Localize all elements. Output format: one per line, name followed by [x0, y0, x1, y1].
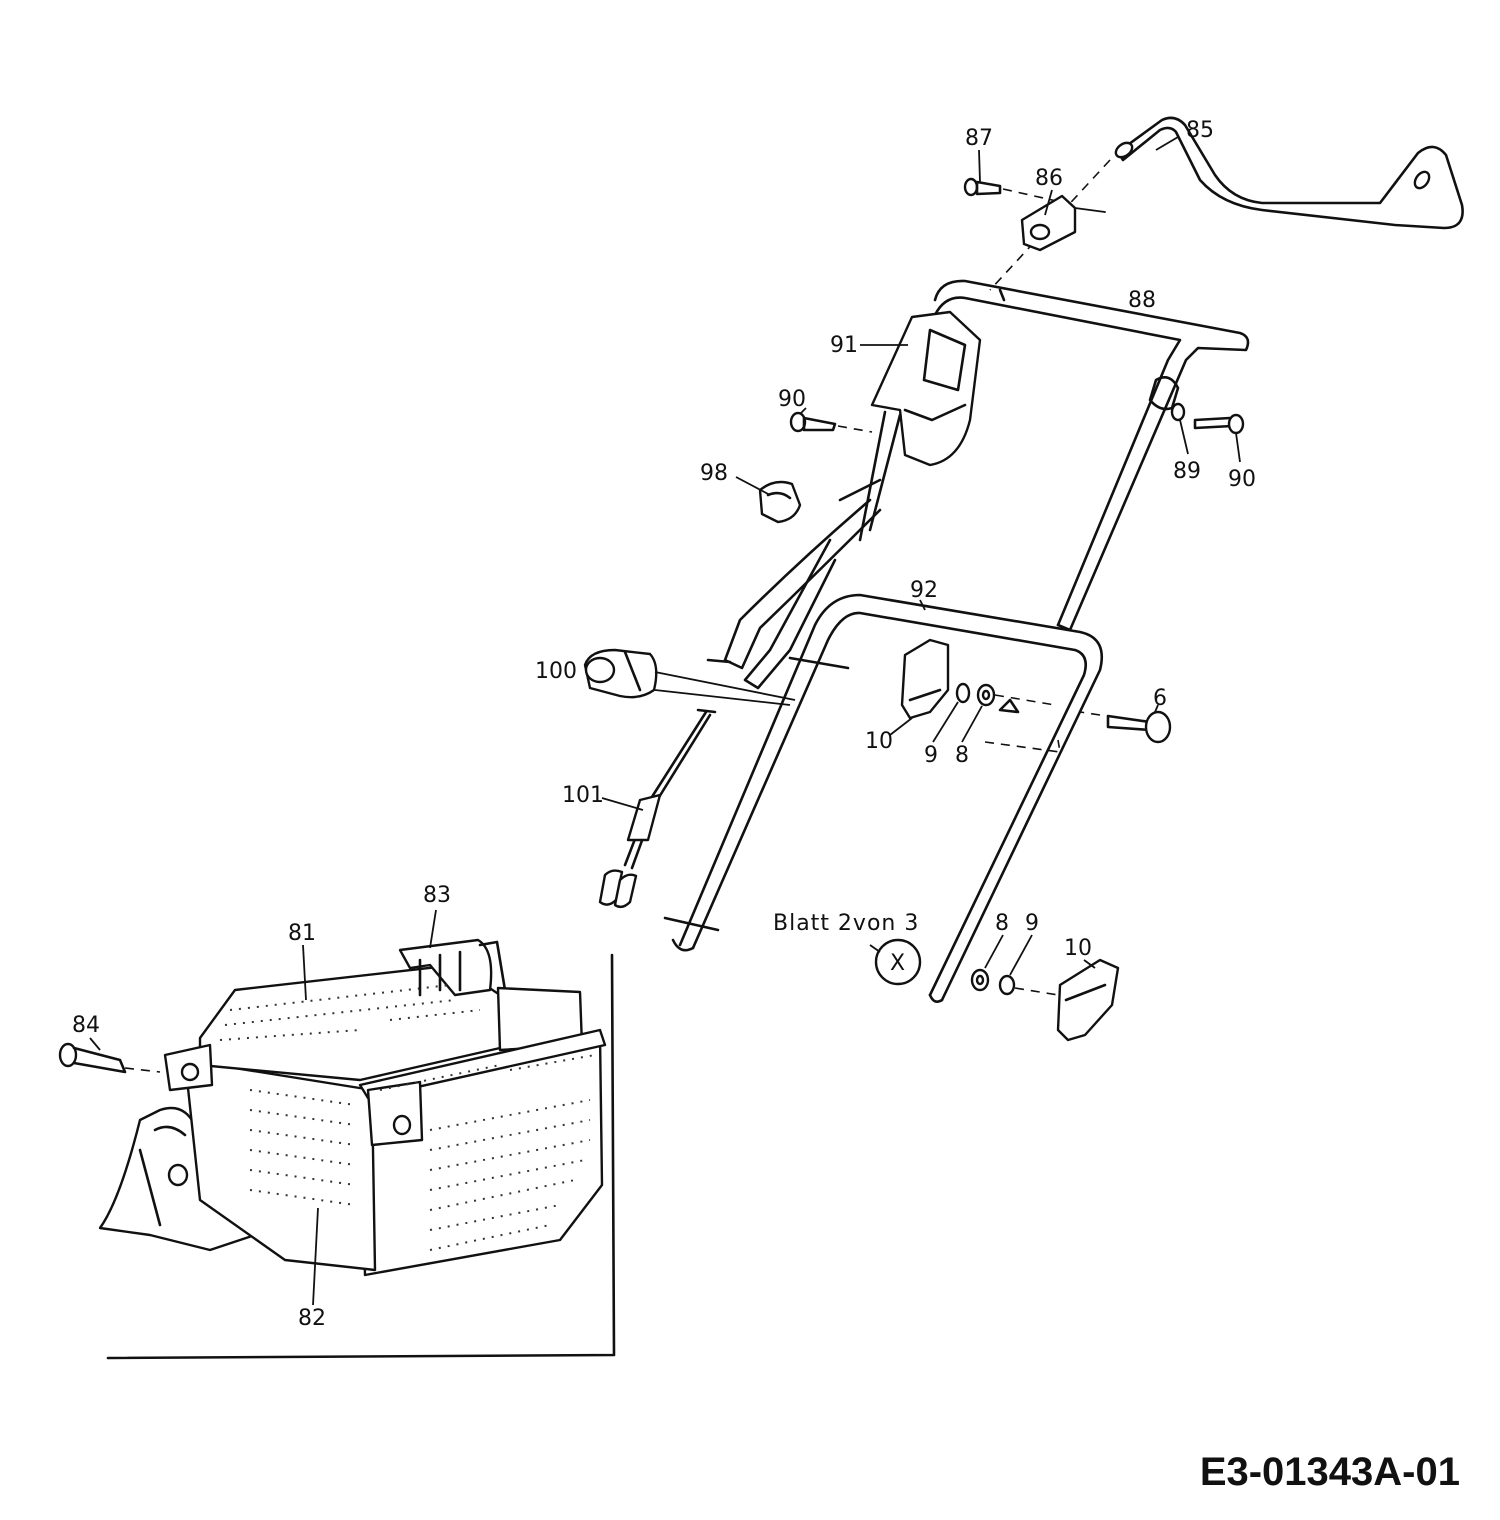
part-87-screw — [963, 177, 1071, 205]
callout-89: 89 — [1173, 459, 1201, 484]
part-90-screw-left — [789, 411, 873, 433]
part-8-washer-lower — [970, 968, 990, 992]
callout-82: 82 — [298, 1306, 326, 1331]
part-100-cable-clamp — [583, 648, 796, 706]
part-8-washer-upper — [976, 683, 996, 707]
callout-86: 86 — [1035, 166, 1063, 191]
part-9-washer-upper — [955, 682, 971, 704]
part-91-switch-box — [838, 310, 982, 542]
callout-8-lower: 8 — [995, 911, 1009, 936]
part-88-upper-handle — [933, 279, 1250, 632]
part-92-lower-handle — [663, 593, 1104, 1003]
callout-10-upper: 10 — [865, 729, 893, 754]
callout-85: 85 — [1186, 118, 1214, 143]
callout-6: 6 — [1153, 686, 1167, 711]
part-90-screw-right — [1193, 413, 1245, 435]
callout-leaders — [89, 136, 1241, 1306]
part-10-bracket-upper — [900, 638, 950, 720]
sheet-reference-x: X — [890, 951, 905, 976]
part-10-bracket-lower — [1014, 958, 1120, 1042]
callout-83: 83 — [423, 883, 451, 908]
callout-100: 100 — [535, 659, 577, 684]
drawing-number: E3-01343A-01 — [1200, 1450, 1460, 1494]
callout-101: 101 — [562, 783, 604, 808]
catcher-frame-border — [106, 953, 616, 1360]
part-101-cable — [598, 708, 717, 909]
callout-91: 91 — [830, 333, 858, 358]
callout-90-left: 90 — [778, 387, 806, 412]
callout-9-lower: 9 — [1025, 911, 1039, 936]
callout-10-lower: 10 — [1064, 936, 1092, 961]
part-98-cable-clip — [758, 480, 802, 524]
part-9-washer-lower — [998, 974, 1016, 996]
part-84-pivot-pin — [58, 1042, 161, 1074]
part-89-washer — [1170, 402, 1186, 422]
callout-9-upper: 9 — [924, 743, 938, 768]
callout-81: 81 — [288, 921, 316, 946]
sheet-reference-text: Blatt 2von 3 — [773, 911, 919, 936]
callout-87: 87 — [965, 126, 993, 151]
callout-88: 88 — [1128, 288, 1156, 313]
cable-bundle — [706, 498, 882, 690]
part-6-knob-bolt — [1079, 710, 1172, 744]
callout-84: 84 — [72, 1013, 100, 1038]
part-86-bracket — [1020, 194, 1106, 252]
grass-catcher-assembly — [98, 938, 607, 1277]
part-85-bail-lever — [1114, 116, 1464, 230]
callout-8-upper: 8 — [955, 743, 969, 768]
sheet-reference-marker — [874, 938, 922, 986]
callout-92: 92 — [910, 578, 938, 603]
callout-90-right: 90 — [1228, 467, 1256, 492]
callout-98: 98 — [700, 461, 728, 486]
